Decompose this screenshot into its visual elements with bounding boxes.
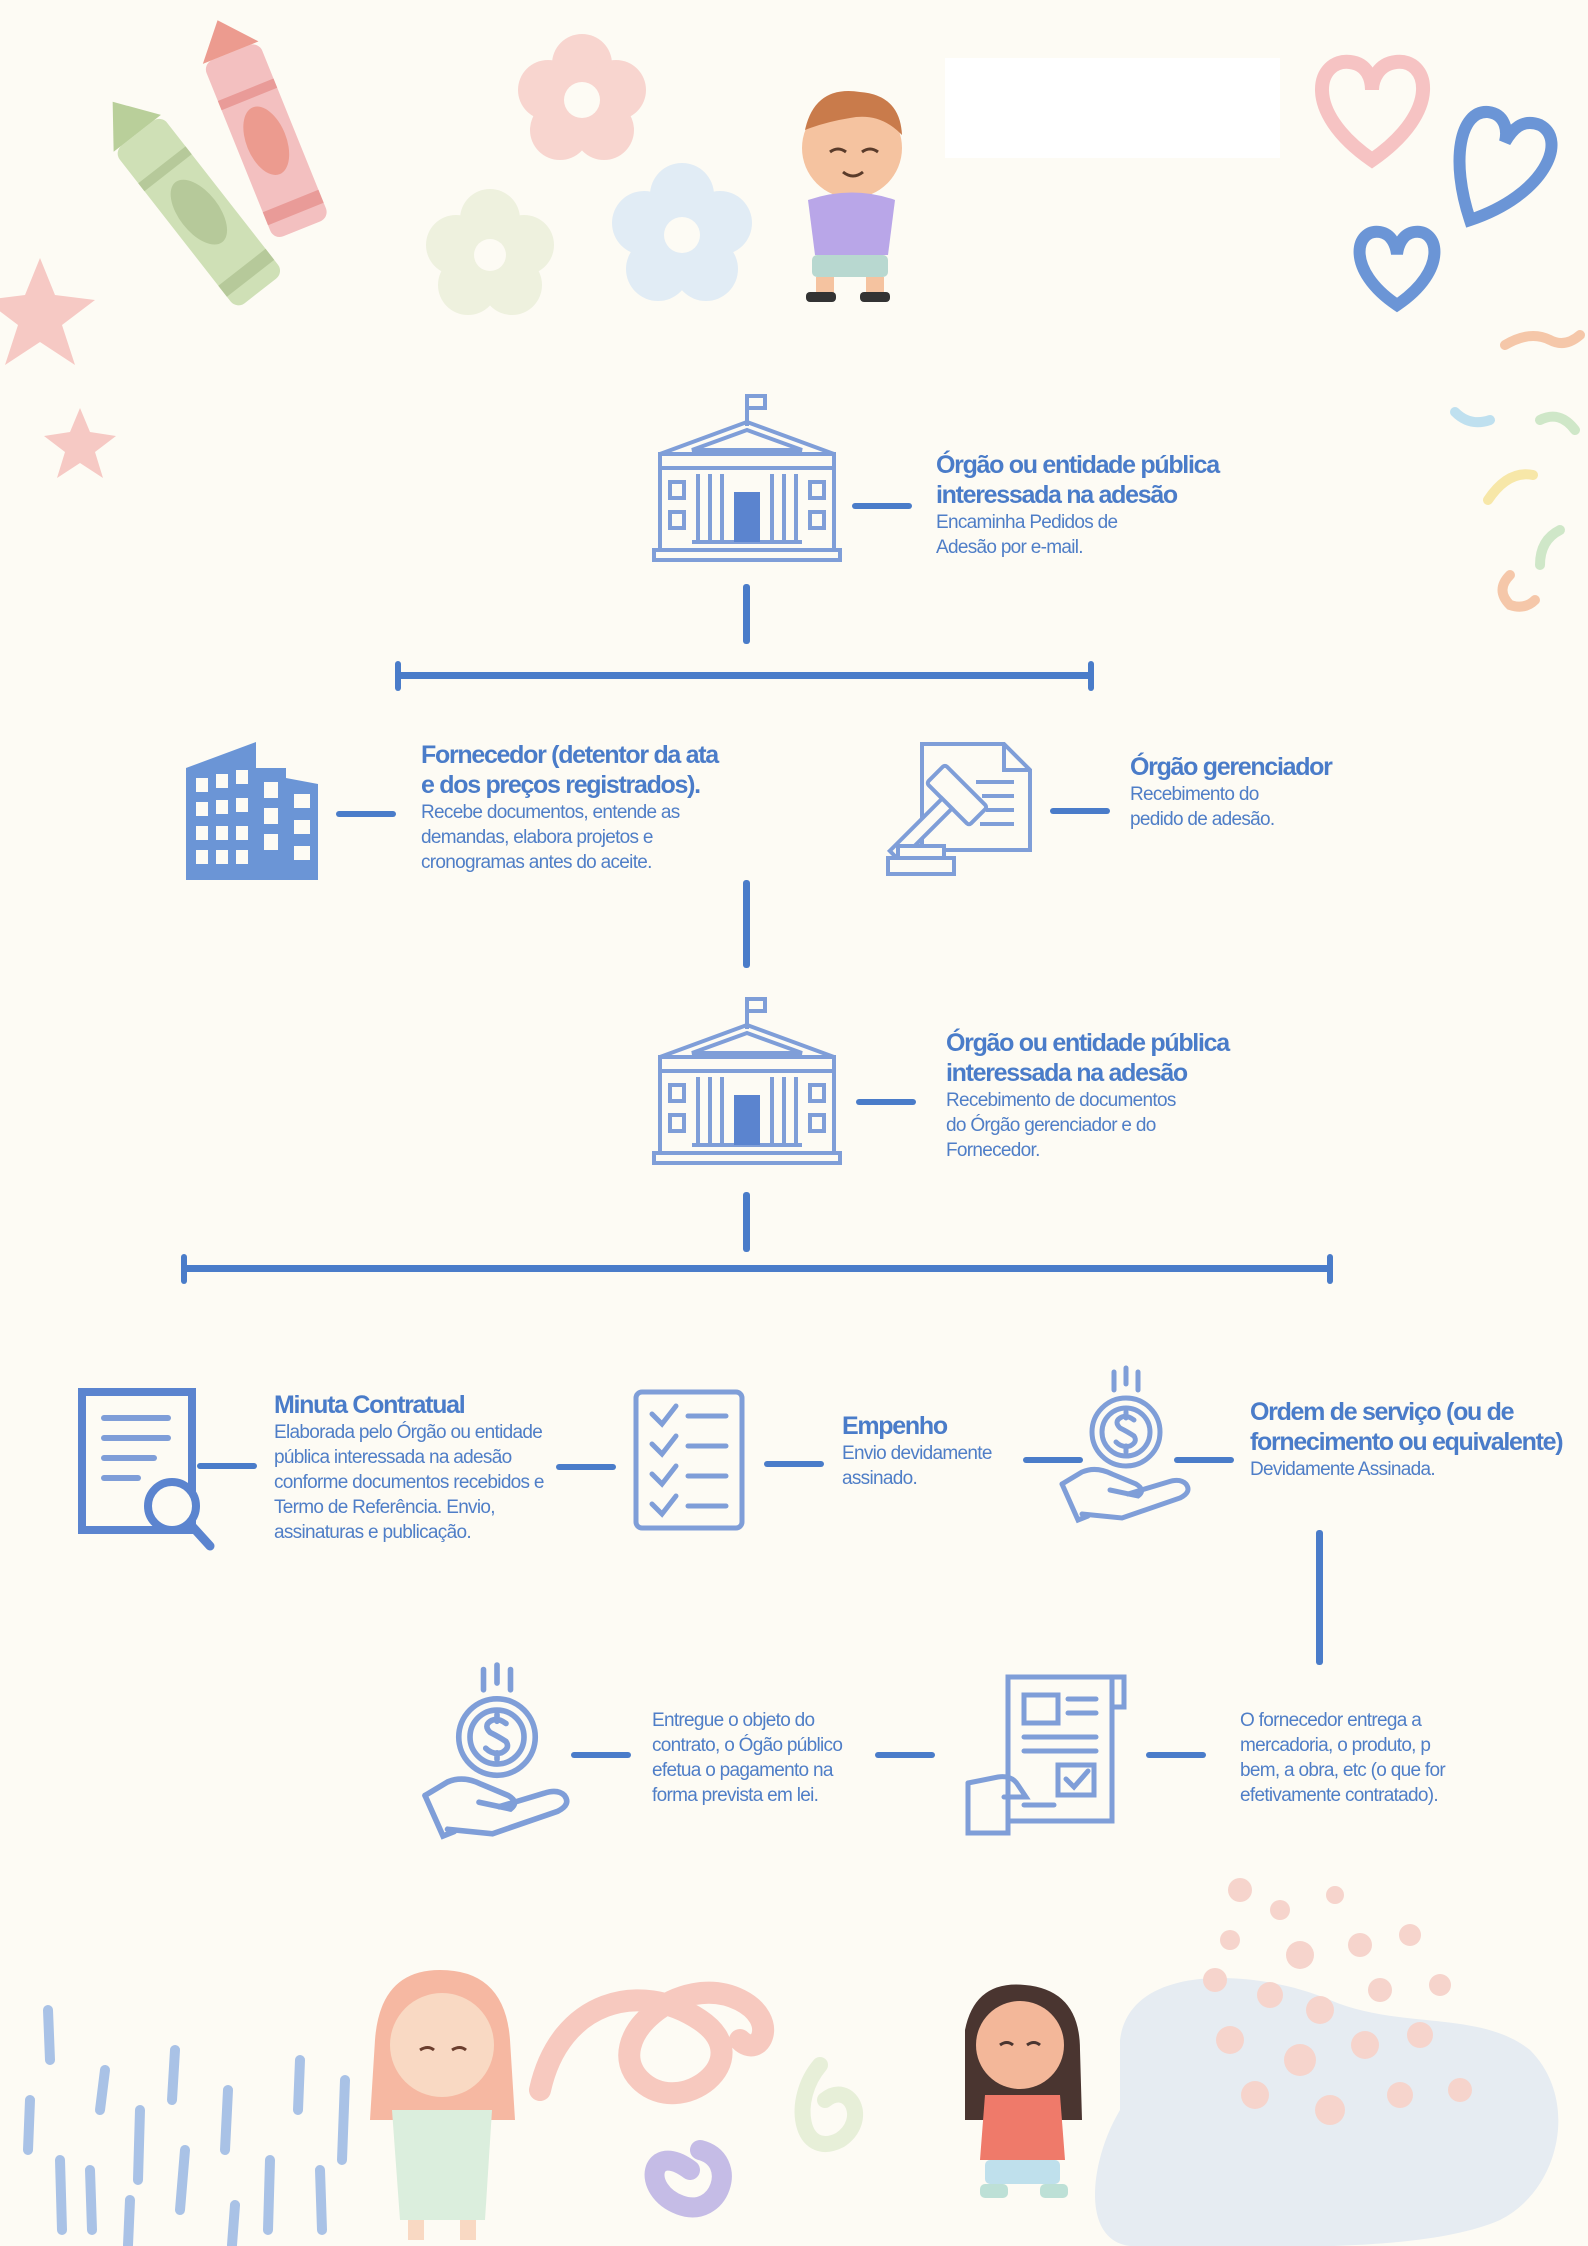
node-entrega: O fornecedor entrega a mercadoria, o pro… bbox=[1240, 1708, 1470, 1808]
connector-h-checklist-empenho bbox=[764, 1461, 824, 1467]
decorations-bottom bbox=[23, 1878, 1559, 2246]
branch-cap-right-1 bbox=[1088, 661, 1094, 691]
flower-decoration bbox=[612, 163, 752, 301]
heart-decoration bbox=[1453, 106, 1558, 228]
node-empenho: Empenho Envio devidamente assinado. bbox=[842, 1411, 1022, 1491]
connector-h-invoice-entregue bbox=[875, 1752, 935, 1758]
decorations-top bbox=[0, 20, 1585, 612]
branch-line-2 bbox=[183, 1265, 1331, 1272]
node-description: Recebimento do pedido de adesão. bbox=[1130, 784, 1275, 830]
node-title: Fornecedor (detentor da ata e dos preços… bbox=[421, 741, 719, 799]
connector-v-orgao1-down bbox=[743, 584, 750, 644]
connector-h-ordem bbox=[1174, 1457, 1234, 1463]
flower-decoration bbox=[518, 34, 646, 160]
connector-h-pagamento bbox=[571, 1752, 631, 1758]
node-pagamento: Entregue o objeto do contrato, o Ógão pú… bbox=[652, 1708, 862, 1808]
node-fornecedor: Fornecedor (detentor da ata e dos preços… bbox=[421, 740, 731, 875]
squiggle-decoration bbox=[794, 2057, 864, 2152]
government-building-icon bbox=[652, 997, 842, 1165]
white-patch-decoration bbox=[945, 58, 1280, 158]
flower-decoration bbox=[426, 189, 554, 315]
connector-v-gerenciador-down bbox=[743, 880, 750, 968]
connector-h-orgao2 bbox=[856, 1099, 916, 1105]
node-title: Órgão ou entidade pública interessada na… bbox=[946, 1029, 1230, 1087]
connector-h-minuta bbox=[197, 1463, 257, 1469]
node-title: Empenho bbox=[842, 1412, 948, 1440]
connector-h-minuta-checklist bbox=[556, 1464, 616, 1470]
connector-h-entrega bbox=[1146, 1752, 1206, 1758]
girl-character-illustration bbox=[965, 1984, 1082, 2198]
dots-decoration bbox=[1203, 1878, 1472, 2125]
swirl-decoration bbox=[529, 1981, 774, 2105]
confetti-decoration bbox=[1497, 570, 1540, 612]
green-crayon-decoration bbox=[112, 101, 281, 306]
government-building-icon bbox=[652, 394, 842, 562]
hand-invoice-icon bbox=[965, 1674, 1127, 1836]
document-search-icon bbox=[78, 1388, 215, 1551]
confetti-decoration bbox=[1450, 407, 1495, 428]
node-title: Ordem de serviço (ou de fornecimento ou … bbox=[1250, 1398, 1564, 1456]
node-orgao-2: Órgão ou entidade pública interessada na… bbox=[946, 1028, 1266, 1163]
girl-character-illustration bbox=[370, 1970, 515, 2240]
office-building-icon bbox=[186, 742, 318, 880]
heart-decoration bbox=[1315, 54, 1430, 169]
node-orgao-1: Órgão ou entidade pública interessada na… bbox=[936, 450, 1256, 560]
node-minuta: Minuta Contratual Elaborada pelo Órgão o… bbox=[274, 1390, 554, 1545]
connector-h-empenho-ordem bbox=[1023, 1457, 1083, 1463]
boy-character-illustration bbox=[802, 91, 902, 302]
node-gerenciador: Órgão gerenciador Recebimento do pedido … bbox=[1130, 752, 1370, 832]
heart-decoration bbox=[1353, 225, 1441, 313]
node-description: Recebimento de documentos do Órgão geren… bbox=[946, 1090, 1176, 1161]
node-title: Órgão ou entidade pública interessada na… bbox=[936, 451, 1220, 509]
star-decoration bbox=[44, 408, 116, 478]
connector-v-ordem-down bbox=[1316, 1530, 1323, 1665]
connector-h-orgao1 bbox=[852, 503, 912, 509]
node-description: O fornecedor entrega a mercadoria, o pro… bbox=[1240, 1710, 1446, 1806]
branch-cap-right-2 bbox=[1327, 1254, 1333, 1284]
hand-coin-icon bbox=[422, 1662, 570, 1840]
node-description: Elaborada pelo Órgão ou entidade pública… bbox=[274, 1422, 544, 1543]
confetti-decoration bbox=[1535, 411, 1580, 435]
node-description: Recebe documentos, entende as demandas, … bbox=[421, 802, 680, 873]
node-description: Devidamente Assinada. bbox=[1250, 1459, 1436, 1480]
squiggle-decoration bbox=[644, 2140, 732, 2218]
connector-h-gerenciador bbox=[1050, 808, 1110, 814]
confetti-decoration bbox=[1483, 469, 1538, 505]
node-description: Encaminha Pedidos de Adesão por e-mail. bbox=[936, 512, 1118, 558]
branch-line-1 bbox=[397, 672, 1092, 679]
confetti-decoration bbox=[1535, 525, 1565, 570]
node-title: Órgão gerenciador bbox=[1130, 753, 1333, 781]
branch-cap-left-2 bbox=[181, 1254, 187, 1284]
connector-h-fornecedor bbox=[336, 811, 396, 817]
star-decoration bbox=[0, 258, 95, 365]
brush-strokes-decoration bbox=[23, 2005, 350, 2246]
branch-cap-left-1 bbox=[395, 661, 401, 691]
node-description: Entregue o objeto do contrato, o Ógão pú… bbox=[652, 1710, 843, 1806]
node-title: Minuta Contratual bbox=[274, 1391, 466, 1419]
hand-coin-icon bbox=[1059, 1365, 1191, 1524]
checklist-icon bbox=[633, 1389, 745, 1531]
node-ordem: Ordem de serviço (ou de fornecimento ou … bbox=[1250, 1397, 1580, 1482]
confetti-decoration bbox=[1500, 330, 1585, 350]
connector-v-orgao2-down bbox=[743, 1192, 750, 1252]
pink-crayon-decoration bbox=[202, 20, 327, 238]
node-description: Envio devidamente assinado. bbox=[842, 1443, 992, 1489]
gavel-document-icon bbox=[886, 742, 1032, 876]
